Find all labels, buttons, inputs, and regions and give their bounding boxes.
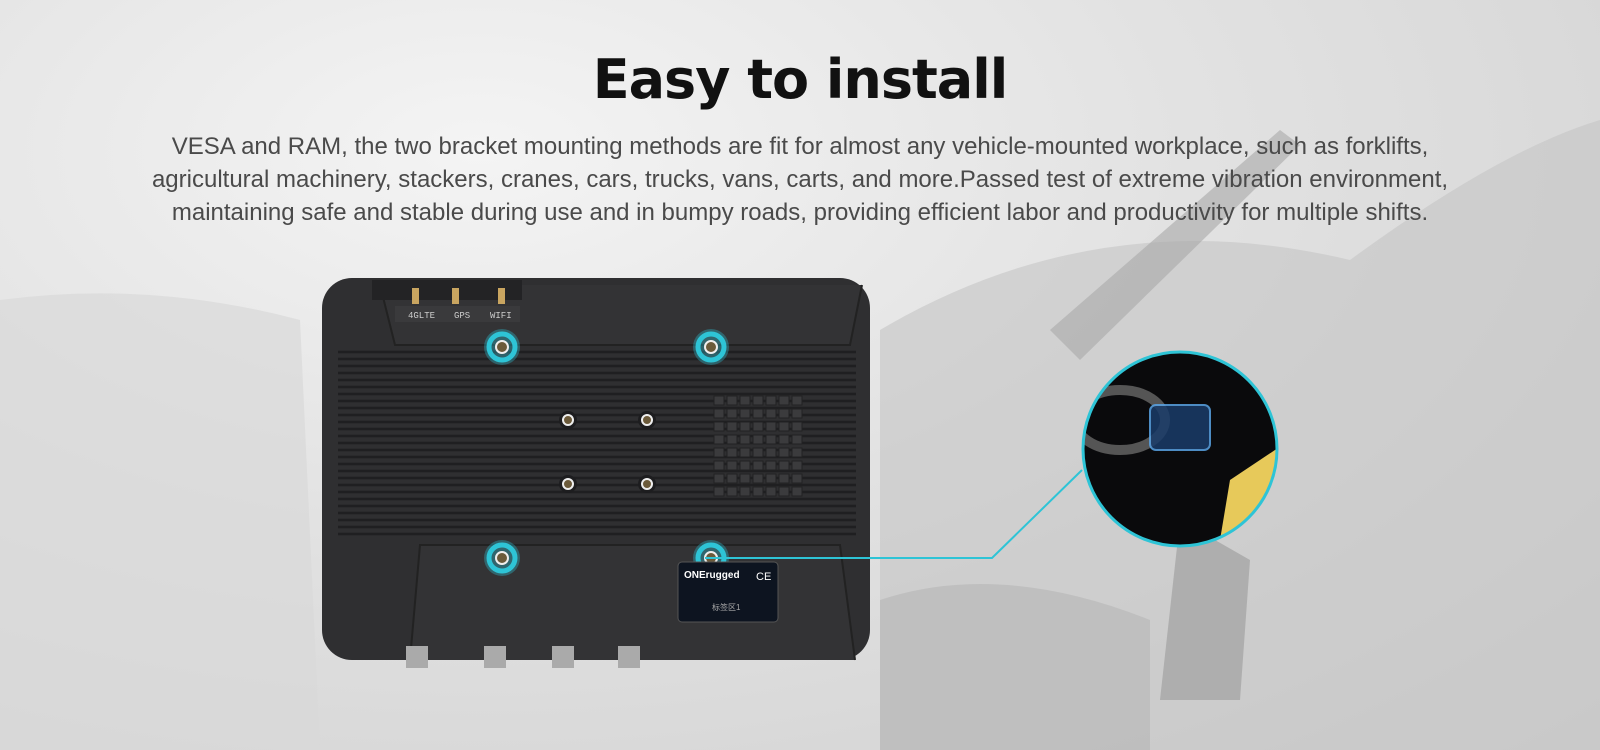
vesa-mount-hole [486, 542, 518, 574]
cooling-ribs [338, 350, 856, 536]
callout-vehicle-mount-photo [1081, 350, 1279, 548]
vesa-mount-hole [695, 331, 727, 363]
description: VESA and RAM, the two bracket mounting m… [151, 133, 1449, 226]
antenna-label-wifi: WIFI [490, 311, 512, 321]
cert-mark: CE [756, 571, 771, 583]
antenna-label-gps: GPS [454, 311, 470, 321]
antenna-label-4glte: 4GLTE [408, 311, 435, 321]
product-label: ONErugged CE 标签区1 [677, 561, 779, 623]
callout-line [705, 469, 1083, 559]
bottom-ports [406, 646, 640, 668]
speaker-grille [713, 395, 803, 497]
vesa-mount-hole [486, 331, 518, 363]
brand-label: ONErugged [684, 570, 740, 581]
page-title: Easy to install [592, 48, 1009, 111]
antenna-connectors [412, 288, 505, 304]
label-code: 标签区1 [712, 602, 741, 612]
